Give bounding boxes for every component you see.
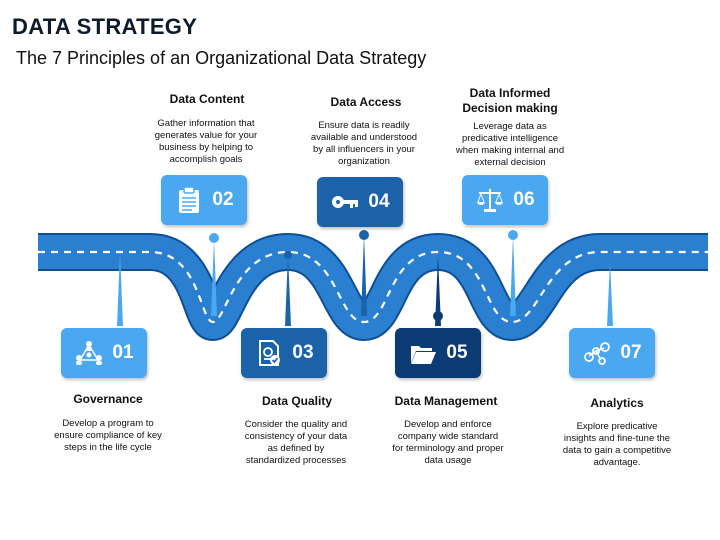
card-02-number: 02 [212, 189, 234, 210]
card-03-number: 03 [292, 342, 314, 363]
card-05-number: 05 [446, 342, 468, 363]
card-04-number: 04 [368, 191, 390, 212]
card-01-number: 01 [112, 342, 134, 363]
pin-05 [433, 255, 443, 326]
principle-05-title: Data Management [394, 394, 498, 408]
quality-document-icon [259, 340, 281, 366]
card-07-number: 07 [620, 342, 642, 363]
principle-01-title: Governance [73, 392, 143, 406]
principle-03-desc: Consider the quality and consistency of … [244, 419, 348, 466]
card-06: 06 [462, 175, 548, 225]
principle-03-title: Data Quality [261, 394, 333, 408]
card-05: 05 [395, 328, 481, 378]
folder-icon [411, 346, 437, 364]
pin-07 [607, 262, 613, 326]
card-03: 03 [241, 328, 327, 378]
principle-02-title: Data Content [169, 92, 245, 106]
principle-07-desc: Explore predicative insights and fine-tu… [562, 421, 672, 468]
molecule-icon [584, 342, 611, 365]
principle-01-desc: Develop a program to ensure compliance o… [54, 418, 162, 453]
card-02: 02 [161, 175, 247, 225]
page-title: DATA STRATEGY [12, 14, 198, 39]
pin-04 [359, 230, 369, 316]
principle-05-desc: Develop and enforce company wide standar… [392, 419, 504, 466]
key-icon [332, 196, 359, 208]
pin-02 [209, 233, 219, 316]
card-06-number: 06 [513, 189, 535, 210]
pin-01 [117, 252, 123, 326]
principle-06-desc: Leverage data as predicative intelligenc… [455, 121, 565, 168]
principle-04-desc: Ensure data is readily available and und… [310, 120, 418, 167]
scales-icon [477, 189, 504, 212]
card-07: 07 [569, 328, 655, 378]
pin-03 [284, 251, 292, 326]
principle-02-desc: Gather information that generates value … [154, 118, 258, 165]
card-04: 04 [317, 177, 403, 227]
clipboard-icon [179, 186, 200, 213]
principle-04-title: Data Access [330, 95, 402, 109]
card-01: 01 [61, 328, 147, 378]
principle-06-title: Data Informed Decision making [462, 86, 558, 115]
pin-06 [508, 230, 518, 316]
network-people-icon [76, 341, 103, 365]
page-subtitle: The 7 Principles of an Organizational Da… [16, 48, 427, 68]
principle-07-title: Analytics [590, 396, 644, 410]
